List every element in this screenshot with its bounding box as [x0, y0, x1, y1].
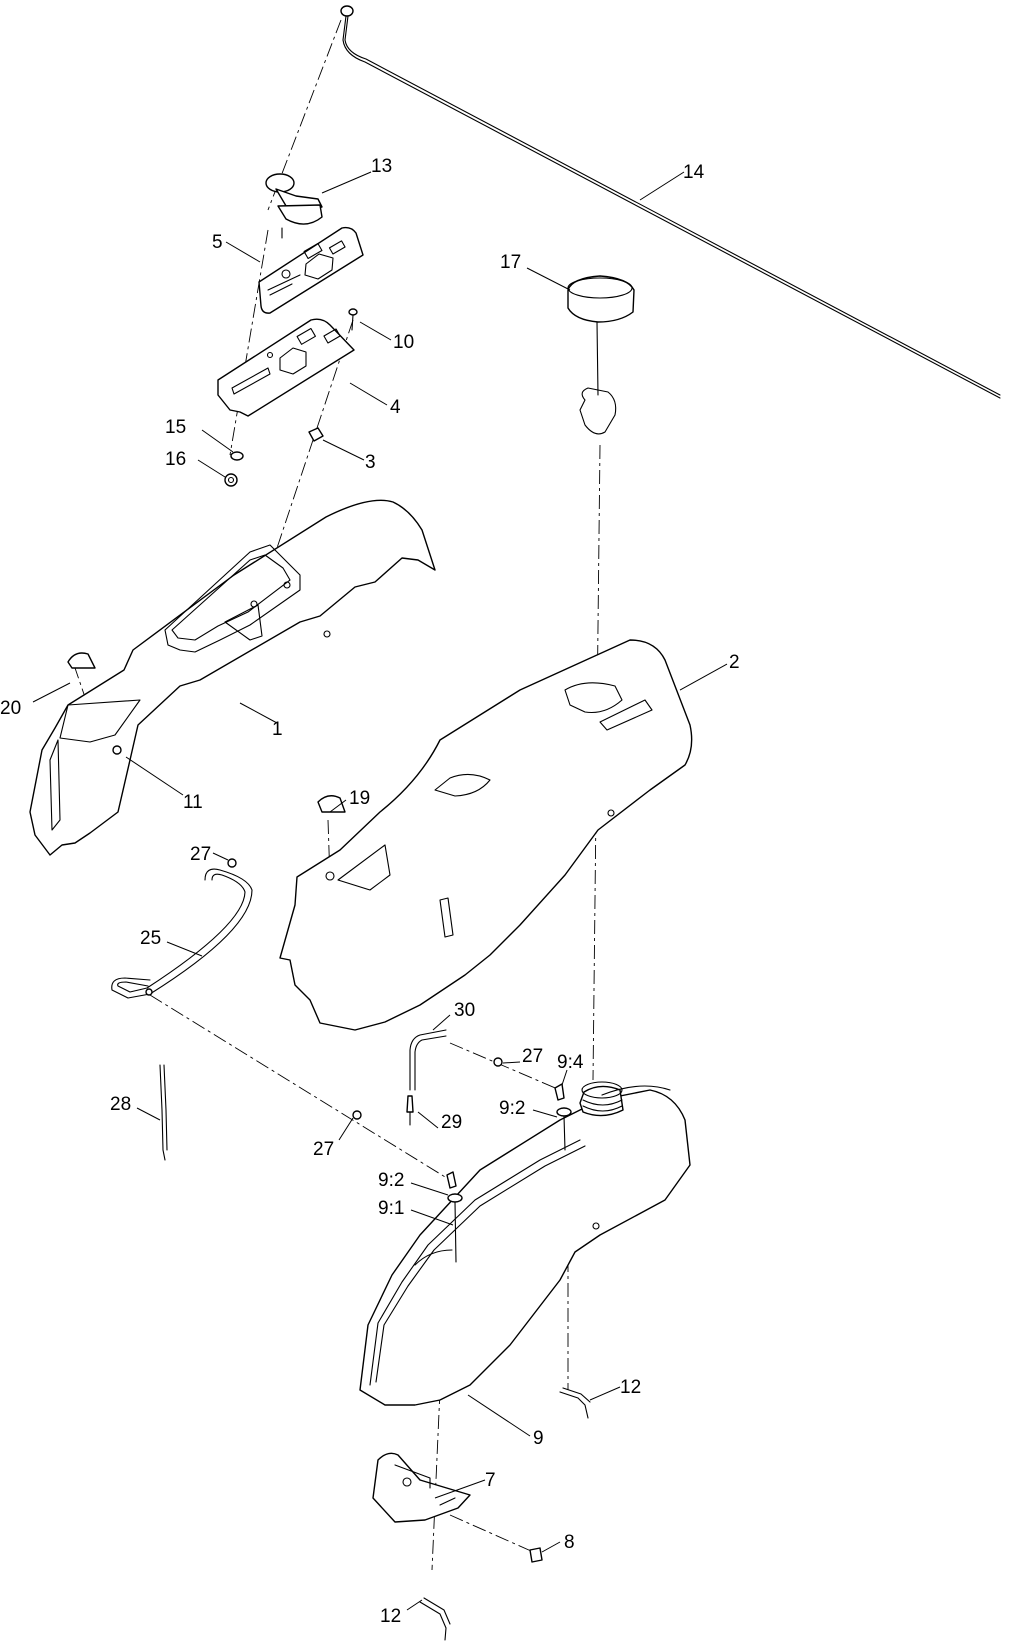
callout-12-bottom: 12	[380, 1606, 401, 1627]
part-11-grommet	[112, 745, 122, 755]
callout-9: 9	[533, 1428, 544, 1449]
part-25-hose	[111, 868, 253, 999]
callout-9-2-right: 9:2	[499, 1098, 525, 1119]
callout-13: 13	[371, 156, 392, 177]
callout-2: 2	[729, 652, 740, 673]
callout-27-mid: 27	[522, 1046, 543, 1067]
callout-1: 1	[272, 719, 283, 740]
part-9-fittings	[446, 1083, 572, 1263]
callout-4: 4	[390, 397, 401, 418]
callout-3: 3	[365, 452, 376, 473]
part-9-fuel-tank	[359, 1081, 691, 1406]
part-7-bracket	[372, 1452, 471, 1523]
part-4-console-plate	[217, 318, 355, 417]
callout-9-4: 9:4	[557, 1052, 584, 1073]
part-28-strap	[159, 1064, 168, 1161]
part-12-clips	[419, 1387, 591, 1641]
callout-27-top: 27	[190, 844, 211, 865]
callout-7: 7	[485, 1470, 496, 1491]
part-27-clamps	[227, 858, 503, 1120]
part-1-cowling	[29, 499, 436, 856]
callout-10: 10	[393, 332, 414, 353]
callout-15: 15	[165, 417, 186, 438]
callout-20: 20	[0, 698, 21, 719]
callout-17: 17	[500, 252, 521, 273]
leader-lines	[32, 171, 728, 1611]
callout-16: 16	[165, 449, 186, 470]
callout-8: 8	[564, 1532, 575, 1553]
callout-29: 29	[441, 1112, 462, 1133]
callout-12-right: 12	[620, 1377, 641, 1398]
part-20-plug	[67, 652, 96, 669]
part-2-tank-shroud	[279, 639, 693, 1031]
callout-9-2-left: 9:2	[378, 1170, 404, 1191]
part-30-hose	[409, 1029, 447, 1091]
callout-9-1: 9:1	[378, 1198, 404, 1219]
callout-28: 28	[110, 1094, 131, 1115]
callout-27-bottom: 27	[313, 1139, 334, 1160]
part-17-fuel-cap	[567, 275, 635, 435]
callout-25: 25	[140, 928, 161, 949]
callout-30: 30	[454, 1000, 475, 1021]
part-19-plug	[317, 795, 346, 813]
part-14-rod	[340, 5, 1001, 399]
part-5-decal-plate	[258, 226, 364, 314]
callout-19: 19	[349, 788, 370, 809]
part-13-lever	[265, 173, 323, 239]
callout-14: 14	[683, 162, 705, 183]
part-29-valve	[406, 1095, 414, 1126]
small-hardware	[224, 308, 358, 487]
callout-5: 5	[212, 232, 223, 253]
callout-11: 11	[183, 792, 203, 813]
part-8-bolt	[529, 1547, 543, 1563]
